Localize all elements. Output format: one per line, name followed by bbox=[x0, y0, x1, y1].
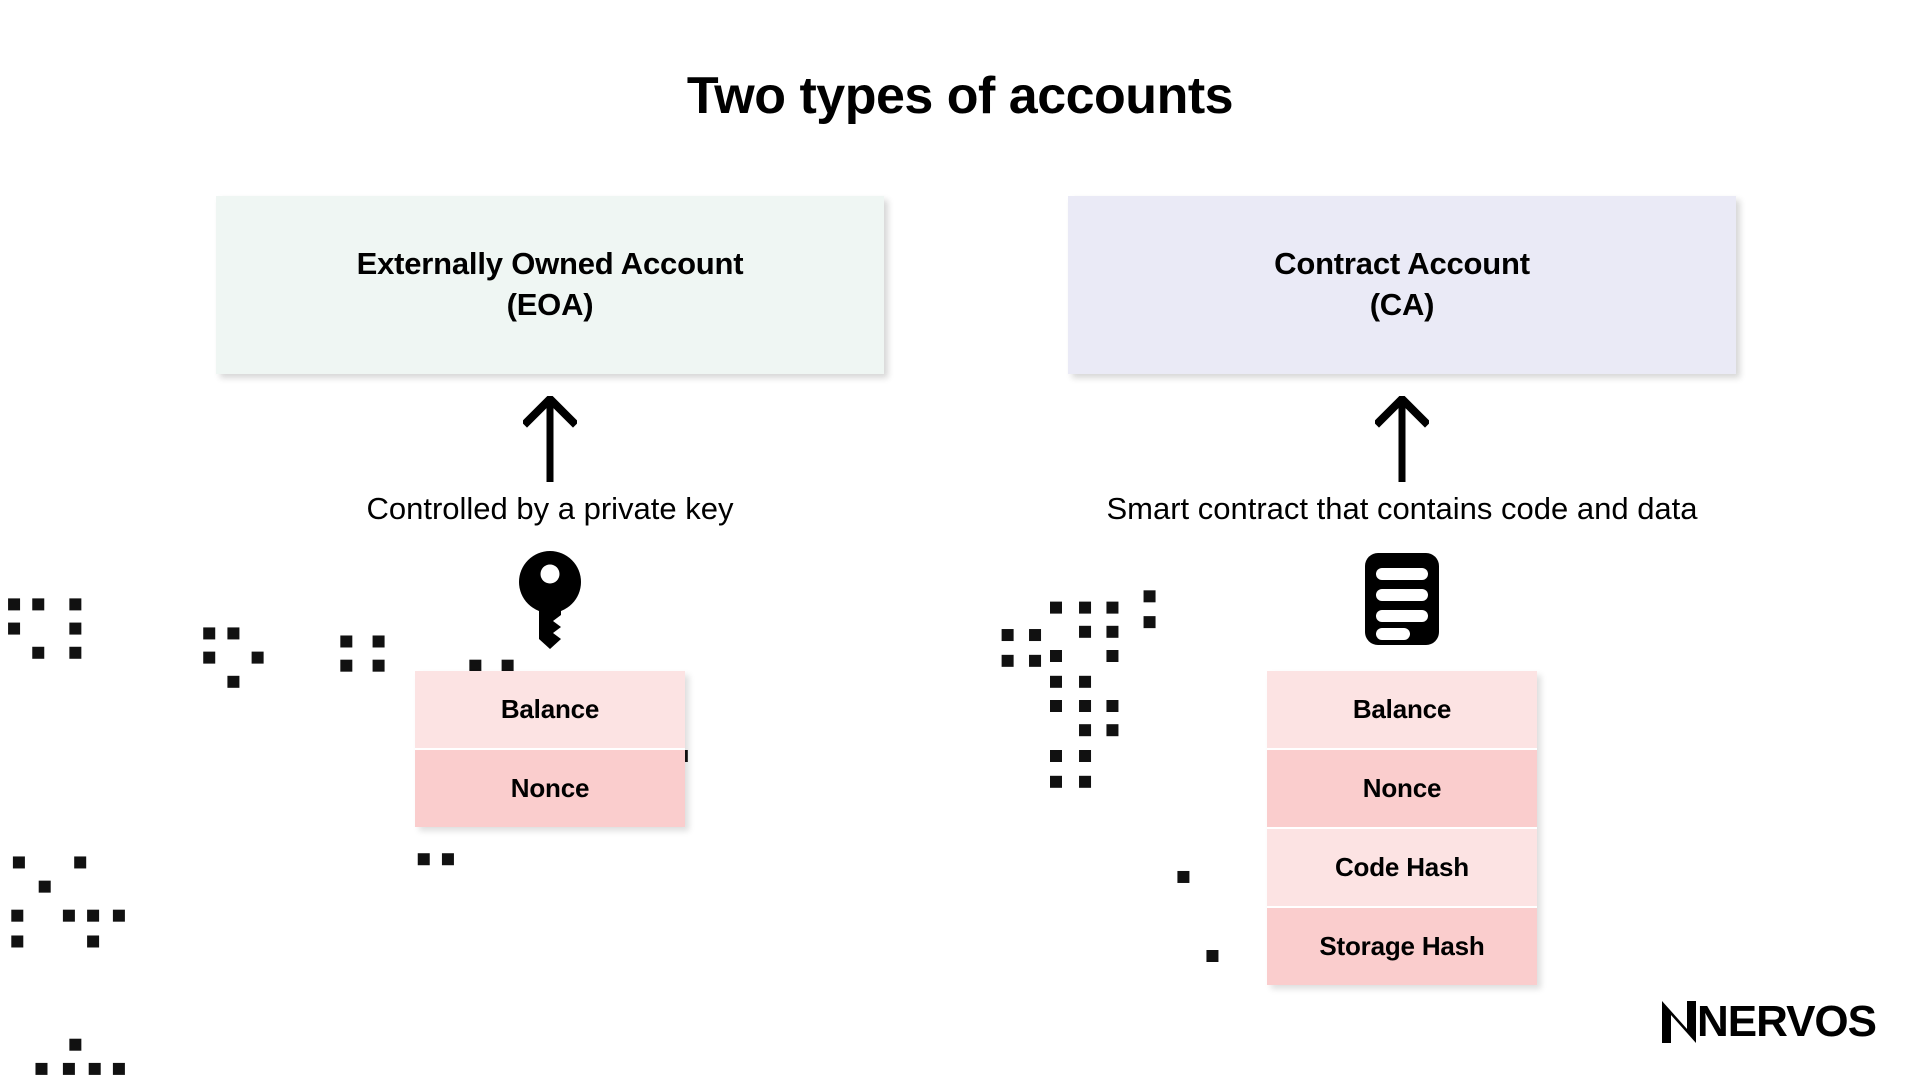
nervos-logo: NERVOS bbox=[1661, 997, 1877, 1046]
attribute-label: Nonce bbox=[510, 773, 590, 804]
caption-eoa: Controlled by a private key bbox=[366, 491, 734, 526]
attribute-stack-ca: Balance Nonce Code Hash Storage Hash bbox=[1267, 671, 1537, 986]
document-lines-icon-wrap bbox=[1068, 545, 1736, 653]
attribute-row[interactable]: Nonce bbox=[415, 750, 685, 828]
account-card-eoa-title-line2: (EOA) bbox=[506, 287, 594, 322]
attribute-label: Balance bbox=[500, 694, 600, 725]
attribute-row[interactable]: Balance bbox=[415, 671, 685, 749]
attribute-stack-eoa: Balance Nonce bbox=[415, 671, 685, 828]
account-card-ca-title-line1: Contract Account bbox=[1274, 246, 1530, 282]
arrow-up-ca-wrap bbox=[1068, 396, 1736, 482]
key-icon bbox=[519, 551, 581, 650]
nervos-logo-text: NERVOS bbox=[1696, 997, 1877, 1046]
attribute-row[interactable]: Nonce bbox=[1267, 750, 1537, 828]
attribute-label: Code Hash bbox=[1334, 852, 1469, 883]
attribute-row[interactable]: Storage Hash bbox=[1267, 908, 1537, 986]
attribute-label: Balance bbox=[1352, 694, 1452, 725]
attribute-row[interactable]: Code Hash bbox=[1267, 829, 1537, 907]
account-card-ca-title-line2: (CA) bbox=[1369, 287, 1435, 322]
arrow-up-eoa-wrap bbox=[216, 396, 884, 482]
account-column-ca: Contract Account (CA) Smart contract tha… bbox=[1068, 196, 1736, 986]
caption-ca: Smart contract that contains code and da… bbox=[1106, 491, 1698, 526]
attribute-label: Nonce bbox=[1362, 773, 1442, 804]
nervos-n-mark-icon bbox=[1661, 1001, 1696, 1043]
page-title: Two types of accounts bbox=[686, 67, 1234, 125]
account-card-eoa-title-line1: Externally Owned Account bbox=[356, 246, 744, 282]
account-card-eoa[interactable]: Externally Owned Account (EOA) bbox=[216, 196, 884, 374]
arrow-up-icon bbox=[523, 396, 577, 482]
document-lines-icon bbox=[1365, 553, 1439, 646]
attribute-row[interactable]: Balance bbox=[1267, 671, 1537, 749]
attribute-label: Storage Hash bbox=[1319, 931, 1485, 962]
account-card-ca[interactable]: Contract Account (CA) bbox=[1068, 196, 1736, 374]
key-icon-wrap bbox=[216, 545, 884, 653]
arrow-up-icon bbox=[1375, 396, 1429, 482]
account-column-eoa: Externally Owned Account (EOA) Controlle… bbox=[216, 196, 884, 828]
